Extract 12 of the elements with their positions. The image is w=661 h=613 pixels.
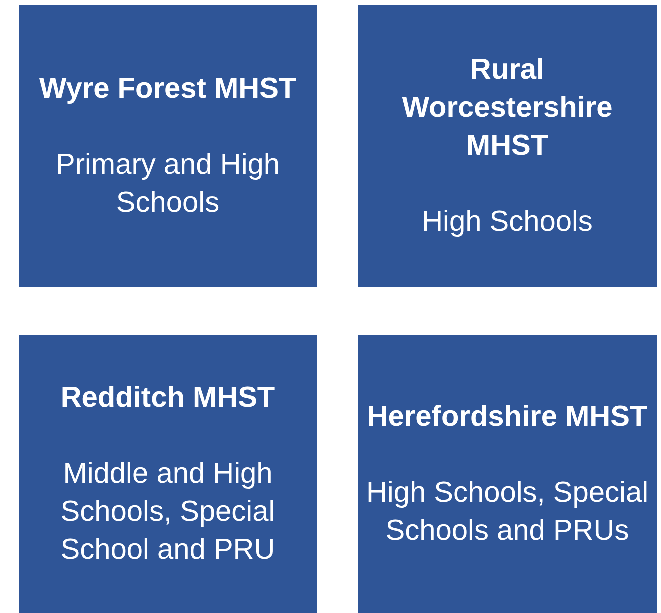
team-name: Redditch MHST xyxy=(60,381,276,416)
team-box xyxy=(19,335,317,613)
school-types: High Schools xyxy=(422,205,593,240)
team-box xyxy=(19,5,317,287)
team-name: Wyre Forest MHST xyxy=(39,72,297,107)
team-name: Rural Worcestershire MHST xyxy=(401,53,614,164)
team-box xyxy=(358,5,657,287)
school-types: Middle and High Schools, Special School and PRU xyxy=(60,457,276,568)
team-name: Herefordshire MHST xyxy=(367,400,648,435)
team-box xyxy=(358,335,657,613)
school-types: High Schools, Special Schools and PRUs xyxy=(366,476,649,549)
school-types: Primary and High Schools xyxy=(54,148,282,221)
